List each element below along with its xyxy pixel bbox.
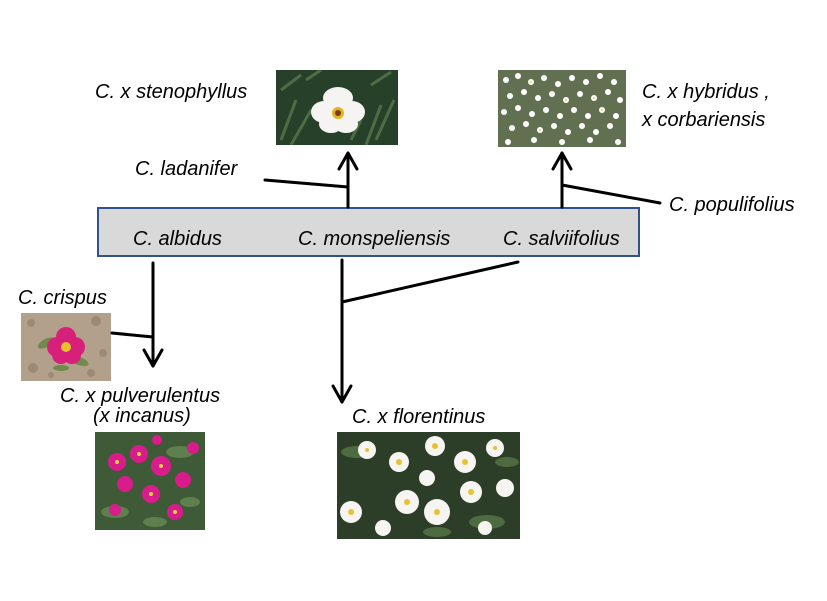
florentinus-label: C. x florentinus bbox=[352, 406, 486, 428]
populifolius-label: C. populifolius bbox=[669, 194, 795, 216]
ladanifer-label: C. ladanifer bbox=[135, 158, 238, 180]
hybridus-photo bbox=[498, 70, 626, 147]
crispus-connector bbox=[110, 331, 155, 339]
pulverulentus-label-line1: C. x pulverulentus bbox=[60, 385, 221, 407]
ladanifer-connector bbox=[263, 178, 350, 189]
parent-species-box bbox=[97, 207, 640, 257]
stenophyllus-arrowhead bbox=[337, 151, 359, 171]
florentinus-arrowhead bbox=[331, 384, 353, 404]
stenophyllus-label: C. x stenophyllus bbox=[95, 81, 248, 103]
hybridus-label-line1: C. x hybridus , bbox=[642, 81, 770, 103]
hybridus-arrowhead bbox=[551, 151, 573, 171]
hybridus-label-line2: x corbariensis bbox=[642, 109, 766, 131]
populifolius-connector bbox=[560, 183, 662, 205]
pulverulentus-arrowhead bbox=[142, 348, 164, 368]
crispus-label: C. crispus bbox=[18, 287, 107, 309]
salviifolius-connector bbox=[340, 260, 520, 304]
parent-albidus-label: C. albidus bbox=[133, 228, 222, 250]
pulverulentus-photo bbox=[95, 432, 205, 530]
stenophyllus-photo bbox=[276, 70, 398, 145]
parent-monspeliensis-label: C. monspeliensis bbox=[298, 228, 451, 250]
pulverulentus-label-line2: (x incanus) bbox=[93, 405, 191, 427]
crispus-photo bbox=[21, 313, 111, 381]
parent-salviifolius-label: C. salviifolius bbox=[503, 228, 620, 250]
florentinus-photo bbox=[337, 432, 520, 539]
